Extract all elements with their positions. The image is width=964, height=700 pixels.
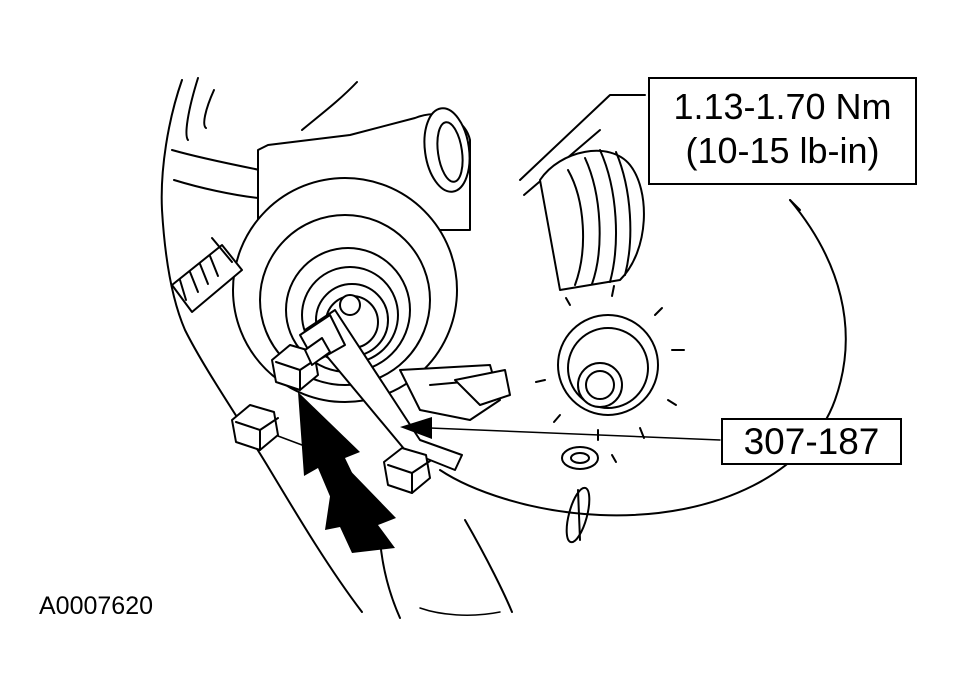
torque-imperial-value: (10-15 lb-in) [685,130,880,171]
indicator-arrow-lower [325,456,396,553]
bolt-lower [383,447,431,494]
tool-leader-arrowhead [400,417,432,439]
torque-spec-callout: 1.13-1.70 Nm (10-15 lb-in) [648,77,917,185]
transmission-housing [160,77,513,619]
gear-seal [535,285,685,544]
arc-end-tick [789,199,801,211]
tool-leader-line [429,427,721,441]
sweep-arc [439,199,847,517]
torque-metric-value: 1.13-1.70 Nm [673,86,892,127]
bolt-upper [271,337,331,391]
special-tool-callout: 307-187 [721,418,902,465]
special-tool-number: 307-187 [743,421,880,462]
ribbed-pulley [539,149,645,291]
bolt-middle [231,404,279,451]
figure-identifier: A0007620 [39,592,154,620]
stud-bolt [171,237,243,313]
